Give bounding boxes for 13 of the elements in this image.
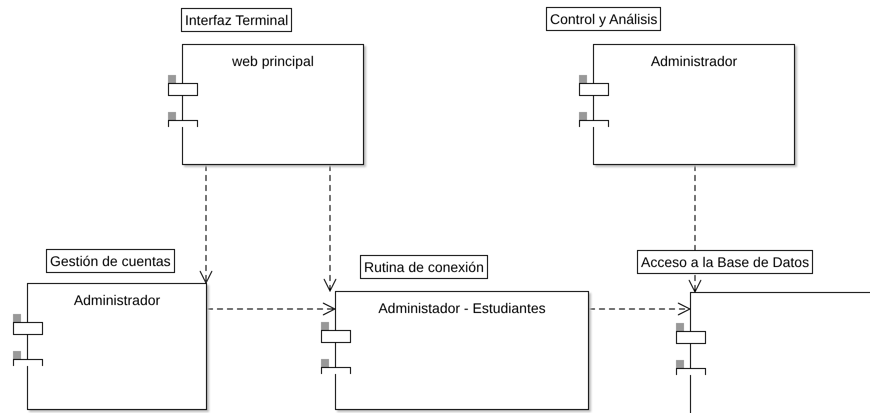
component-label: Interfaz Terminal [181, 8, 292, 32]
component-label: Control y Análisis [546, 7, 662, 31]
component-label: Acceso a la Base de Datos [637, 250, 814, 274]
dependency-arrow [588, 302, 690, 316]
dependency-arrow [206, 302, 336, 316]
dependency-arrow [324, 164, 336, 292]
component-label: Gestión de cuentas [46, 249, 175, 273]
dependency-arrow [200, 164, 212, 284]
component-name: Administrador [650, 53, 738, 69]
component-name: Administrador [74, 292, 160, 308]
component-name: Administador - Estudiantes [378, 300, 546, 316]
component-label: Rutina de conexión [360, 255, 488, 279]
component-name: web principal [232, 53, 314, 69]
